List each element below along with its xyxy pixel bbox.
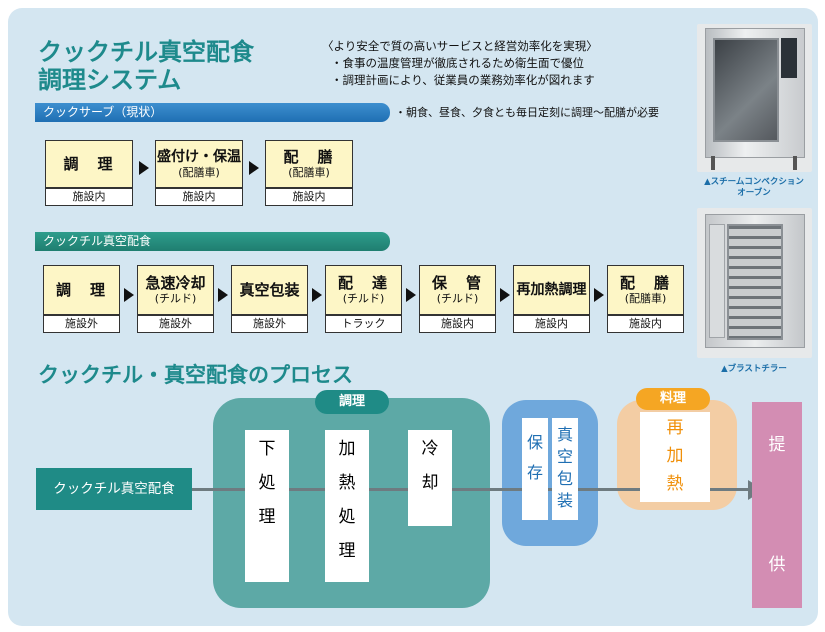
step-main: 配 達 bbox=[337, 274, 389, 292]
benefits-heading: 〈より安全で質の高いサービスと経営効率化を実現〉 bbox=[322, 39, 598, 53]
step-sub: (配膳車) bbox=[178, 166, 220, 179]
char: 存 bbox=[526, 463, 543, 482]
cook-chill-bar: クックチル真空配食 bbox=[35, 232, 390, 251]
food-badge: 料理 bbox=[636, 388, 710, 410]
cook-serve-loc-serve: 施設内 bbox=[265, 188, 353, 206]
step-main: 配 膳 bbox=[283, 148, 335, 166]
step-sub: (チルド) bbox=[342, 292, 385, 305]
cook-chill-step-pack: 真空包装 bbox=[231, 265, 308, 315]
step-column-pack bbox=[552, 418, 578, 520]
char: 装 bbox=[556, 491, 573, 510]
cook-serve-bar: クックサーブ（現状） bbox=[35, 103, 390, 122]
step-column-store bbox=[522, 418, 548, 520]
step-main: 保 管 bbox=[431, 274, 483, 292]
page-title-line2: 調理システム bbox=[38, 66, 182, 94]
step-main: 配 膳 bbox=[619, 274, 671, 292]
cook-chill-loc-pack: 施設外 bbox=[231, 315, 308, 333]
cook-chill-step-cook: 調 理 bbox=[43, 265, 120, 315]
char: 熱 bbox=[338, 473, 356, 493]
step-main: 急速冷却 bbox=[145, 274, 206, 292]
arrow-right-icon bbox=[312, 288, 322, 302]
char: 理 bbox=[258, 507, 276, 527]
cook-serve-note: ・朝食、昼食、夕食とも毎日定刻に調理〜配膳が必要 bbox=[395, 106, 659, 119]
char: 保 bbox=[526, 433, 543, 452]
step-cool-text: 冷 却 bbox=[408, 432, 452, 500]
cook-serve-loc-plate: 施設内 bbox=[155, 188, 243, 206]
cook-serve-step-plate: 盛付け・保温 (配膳車) bbox=[155, 140, 243, 188]
cook-chill-loc-reheat: 施設内 bbox=[513, 315, 590, 333]
arrow-right-icon bbox=[500, 288, 510, 302]
oven-caption-line1: ▲スチームコンベクション bbox=[704, 177, 804, 187]
step-sub: (チルド) bbox=[436, 292, 479, 305]
cook-chill-loc-serve: 施設内 bbox=[607, 315, 684, 333]
cook-chill-step-deliver: 配 達 (チルド) bbox=[325, 265, 402, 315]
char: 処 bbox=[258, 473, 276, 493]
cook-chill-loc-deliver: トラック bbox=[325, 315, 402, 333]
char: 真 bbox=[556, 425, 573, 444]
char: 加 bbox=[666, 446, 684, 466]
step-column-reheat bbox=[640, 412, 710, 502]
step-main: 調 理 bbox=[55, 280, 107, 299]
char: 再 bbox=[666, 418, 684, 438]
step-main: 盛付け・保温 bbox=[157, 149, 241, 165]
blast-chiller-image bbox=[697, 208, 812, 358]
serve-char-1: 提 bbox=[768, 435, 786, 455]
char: 処 bbox=[338, 507, 356, 527]
step-sub: (配膳車) bbox=[288, 166, 330, 179]
char: 加 bbox=[338, 439, 356, 459]
cook-serve-loc-cook: 施設内 bbox=[45, 188, 133, 206]
step-column-prep bbox=[245, 430, 289, 582]
step-reheat-text: 再 加 熱 bbox=[640, 414, 710, 498]
step-store-text: 保 存 bbox=[522, 428, 548, 488]
char: 却 bbox=[421, 473, 439, 493]
char: 理 bbox=[338, 541, 356, 561]
cook-chill-loc-cook: 施設外 bbox=[43, 315, 120, 333]
step-pack-text: 真 空 包 装 bbox=[552, 424, 578, 512]
arrow-right-icon bbox=[594, 288, 604, 302]
char: 熱 bbox=[666, 474, 684, 494]
cooking-badge: 調理 bbox=[315, 390, 389, 414]
arrow-right-icon bbox=[139, 161, 149, 175]
serve-char-2: 供 bbox=[768, 555, 786, 575]
cook-chill-step-reheat: 再加熱調理 bbox=[513, 265, 590, 315]
char: 包 bbox=[556, 469, 573, 488]
steam-convection-oven-image bbox=[697, 24, 812, 172]
cook-chill-loc-store: 施設内 bbox=[419, 315, 496, 333]
oven-caption-line2: オーブン bbox=[737, 188, 771, 198]
arrow-right-icon bbox=[218, 288, 228, 302]
char: 空 bbox=[556, 447, 573, 466]
serve-block bbox=[752, 402, 802, 608]
cook-chill-loc-chill: 施設外 bbox=[137, 315, 214, 333]
start-box: クックチル真空配食 bbox=[36, 468, 192, 510]
step-column-heat bbox=[325, 430, 369, 582]
step-column-cool bbox=[408, 430, 452, 526]
flow-line bbox=[190, 488, 750, 491]
step-sub: (チルド) bbox=[154, 292, 197, 305]
cook-serve-step-cook: 調 理 bbox=[45, 140, 133, 188]
benefit-item-2: ・調理計画により、従業員の業務効率化が図れます bbox=[331, 73, 595, 87]
char: 下 bbox=[258, 439, 276, 459]
step-main: 真空包装 bbox=[239, 280, 300, 299]
arrow-right-icon bbox=[406, 288, 416, 302]
page-title-line1: クックチル真空配食 bbox=[38, 38, 254, 66]
cook-chill-step-store: 保 管 (チルド) bbox=[419, 265, 496, 315]
arrow-right-icon bbox=[124, 288, 134, 302]
process-title: クックチル・真空配食のプロセス bbox=[38, 363, 353, 387]
cook-serve-step-serve: 配 膳 (配膳車) bbox=[265, 140, 353, 188]
step-main: 再加熱調理 bbox=[516, 281, 587, 298]
arrow-right-icon bbox=[249, 161, 259, 175]
step-sub: (配膳車) bbox=[624, 292, 667, 305]
benefit-item-1: ・食事の温度管理が徹底されるため衛生面で優位 bbox=[331, 56, 584, 70]
chiller-caption: ▲ブラストチラー bbox=[721, 364, 787, 374]
cook-chill-step-serve: 配 膳 (配膳車) bbox=[607, 265, 684, 315]
cook-chill-step-chill: 急速冷却 (チルド) bbox=[137, 265, 214, 315]
char: 冷 bbox=[421, 439, 439, 459]
step-main: 調 理 bbox=[63, 154, 115, 173]
step-prep-text: 下 処 理 bbox=[245, 432, 289, 534]
storage-group bbox=[502, 400, 598, 546]
step-heat-text: 加 熱 処 理 bbox=[325, 432, 369, 568]
